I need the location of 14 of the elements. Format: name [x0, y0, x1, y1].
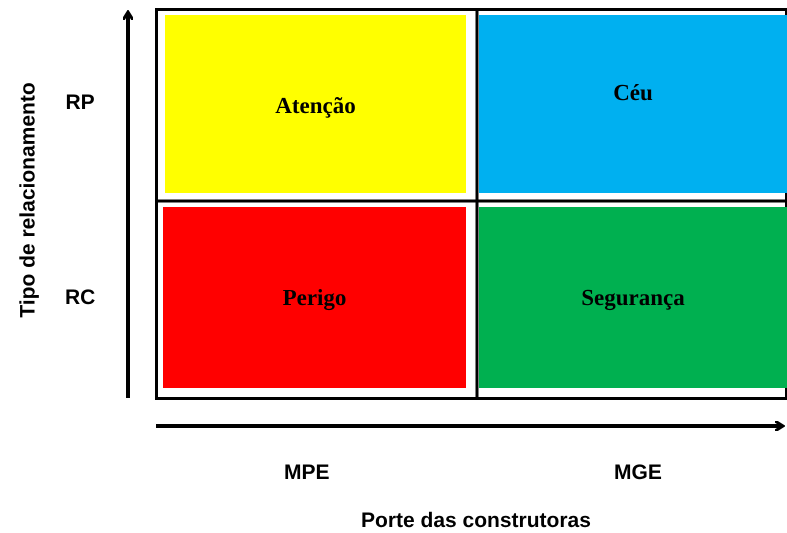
axis-title: Tipo de relacionamento — [16, 82, 40, 318]
axis-category-label: RC — [65, 286, 96, 310]
quadrant-box — [479, 15, 787, 193]
axis-title: Porte das construtoras — [361, 509, 591, 533]
axis-category-label: MGE — [614, 461, 662, 485]
quadrant-label: Segurança — [581, 285, 685, 312]
axis-category-label: MPE — [284, 461, 330, 485]
quadrant-box — [163, 207, 466, 388]
quadrant-label: Perigo — [282, 285, 346, 312]
quadrant-box — [479, 207, 787, 388]
quadrant-label: Atenção — [275, 93, 356, 120]
axis-category-label: RP — [66, 91, 95, 115]
quadrant-label: Céu — [613, 80, 653, 107]
quadrant-box — [165, 15, 466, 193]
